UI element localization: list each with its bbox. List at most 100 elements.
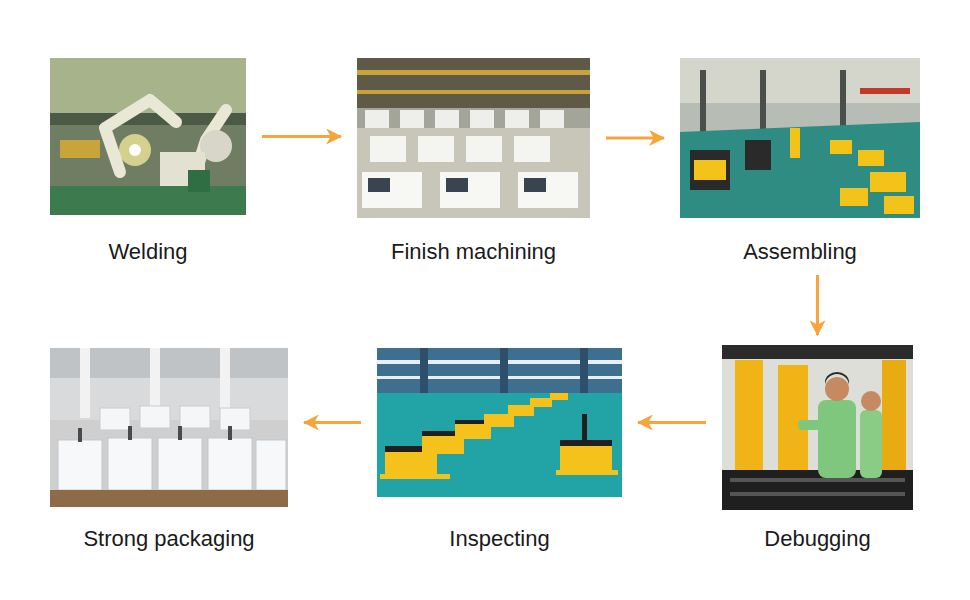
frame	[690, 150, 730, 190]
flow-arrow	[816, 275, 819, 335]
machine	[418, 136, 454, 162]
spark-glow	[119, 134, 151, 166]
crane	[860, 88, 910, 94]
machine	[400, 110, 424, 128]
truck-handle	[582, 414, 587, 440]
worker	[818, 400, 856, 478]
process-step: Strong packaging	[44, 348, 294, 552]
column	[420, 348, 428, 398]
packed-truck	[100, 408, 130, 430]
step-caption: Welding	[44, 239, 252, 265]
column	[80, 348, 90, 418]
process-step: Debugging	[716, 345, 919, 552]
mast-frame	[882, 360, 906, 480]
machine-panel	[524, 178, 546, 192]
truck-fork	[556, 470, 618, 475]
machine	[514, 136, 550, 162]
column	[220, 348, 230, 408]
worker-head	[861, 391, 881, 411]
truss	[357, 70, 590, 75]
packed-truck	[208, 438, 252, 490]
welding-photo	[50, 58, 246, 215]
pallet-truck	[385, 452, 437, 474]
worker	[860, 410, 882, 478]
part	[830, 140, 852, 154]
flow-arrow	[304, 421, 361, 424]
truck-fork	[380, 474, 450, 479]
truck-top	[560, 440, 612, 446]
machine-panel	[446, 178, 468, 192]
floor	[377, 393, 622, 497]
worker-arm	[798, 420, 824, 430]
photo-frame	[371, 348, 628, 497]
truck-base	[722, 470, 913, 510]
step-caption: Inspecting	[371, 526, 628, 552]
truck-handle	[228, 426, 232, 440]
step-caption: Finish machining	[351, 239, 596, 265]
machine	[466, 136, 502, 162]
machine	[370, 136, 406, 162]
step-caption: Debugging	[716, 526, 919, 552]
packed-truck	[140, 406, 170, 428]
welding-table	[50, 186, 246, 215]
ceiling	[680, 58, 920, 103]
machine	[505, 110, 529, 128]
packed-truck	[256, 440, 286, 490]
process-step: Assembling	[674, 58, 926, 265]
photo-ground	[377, 348, 622, 497]
photo-ground	[50, 348, 288, 507]
assembling-photo	[680, 58, 920, 218]
process-step: Finish machining	[351, 58, 596, 265]
machine	[540, 110, 564, 128]
shelf	[722, 345, 913, 359]
photo-ground	[50, 58, 246, 215]
step-caption: Assembling	[674, 239, 926, 265]
pallet	[50, 490, 288, 507]
flow-arrow	[606, 137, 664, 140]
photo-ground	[357, 58, 590, 218]
floor	[50, 420, 288, 490]
worker-head	[825, 377, 849, 401]
truss	[357, 90, 590, 94]
worker-hair	[825, 372, 849, 386]
part	[858, 150, 884, 166]
flow-arrow	[262, 135, 341, 138]
base-stripe	[730, 478, 905, 482]
floor	[680, 122, 920, 218]
packed-truck	[108, 438, 152, 490]
ceiling	[357, 58, 590, 108]
truck-mast	[790, 128, 800, 158]
column	[150, 348, 160, 408]
truck-handle	[178, 426, 182, 440]
machine	[435, 110, 459, 128]
photo-frame	[351, 58, 596, 218]
step-caption: Strong packaging	[44, 526, 294, 552]
column	[580, 348, 588, 394]
photo-ground	[722, 345, 913, 510]
process-step: Inspecting	[371, 348, 628, 552]
pallet-truck	[530, 398, 552, 407]
flow-arrow	[638, 421, 706, 424]
base-stripe	[730, 492, 905, 496]
photo-frame	[674, 58, 926, 218]
mast-frame	[735, 360, 763, 480]
frame	[745, 140, 771, 170]
part	[870, 172, 906, 192]
machine	[470, 110, 494, 128]
truck-handle	[78, 428, 82, 442]
machine	[362, 172, 422, 208]
truck-handle	[128, 426, 132, 440]
photo-ground	[680, 58, 920, 218]
machine	[440, 172, 500, 208]
machining-photo	[357, 58, 590, 218]
spark	[129, 144, 141, 156]
workpiece	[60, 140, 100, 158]
photo-frame	[44, 348, 294, 507]
photo-frame	[44, 58, 252, 215]
photo-frame	[716, 345, 919, 510]
process-step: Welding	[44, 58, 252, 265]
machine	[518, 172, 578, 208]
column	[500, 348, 508, 394]
